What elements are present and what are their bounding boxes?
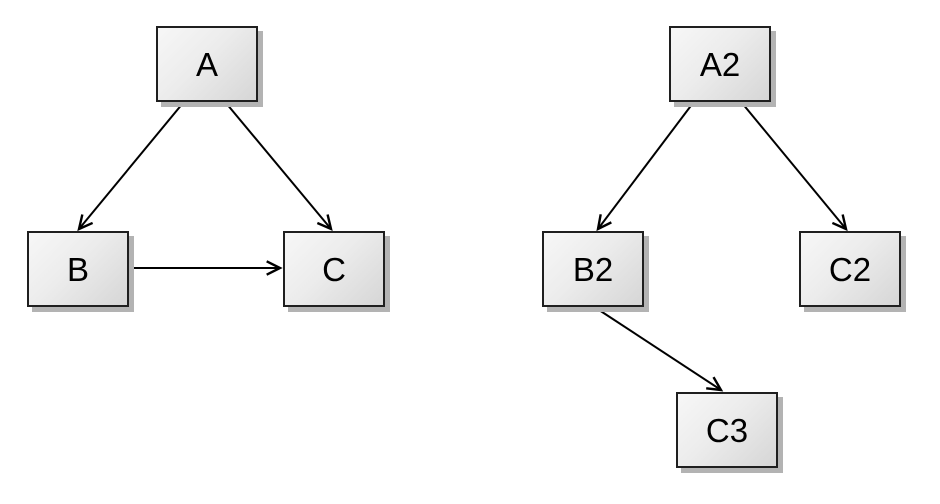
node-label: C2 [828,250,872,288]
edge-B2-to-C3[interactable] [595,307,724,392]
graph-node-B2[interactable]: B2 [542,231,644,307]
graph-node-B[interactable]: B [27,231,129,307]
graph-node-C3[interactable]: C3 [676,392,778,468]
node-label: A [195,45,218,83]
edge-A2-to-C2[interactable] [741,102,848,232]
graph-node-A2[interactable]: A2 [669,26,771,102]
graph-node-C[interactable]: C [283,231,385,307]
edge-A2-to-B2[interactable] [596,102,694,232]
edge-A-to-B[interactable] [77,102,184,232]
node-label: B2 [572,250,614,288]
graph-node-A[interactable]: A [156,26,258,102]
node-label: B [66,250,89,288]
node-label: C3 [705,411,749,449]
node-label: C [322,250,346,288]
edge-A-to-C[interactable] [225,102,333,232]
graph-node-C2[interactable]: C2 [799,231,901,307]
node-label: A2 [699,45,741,83]
